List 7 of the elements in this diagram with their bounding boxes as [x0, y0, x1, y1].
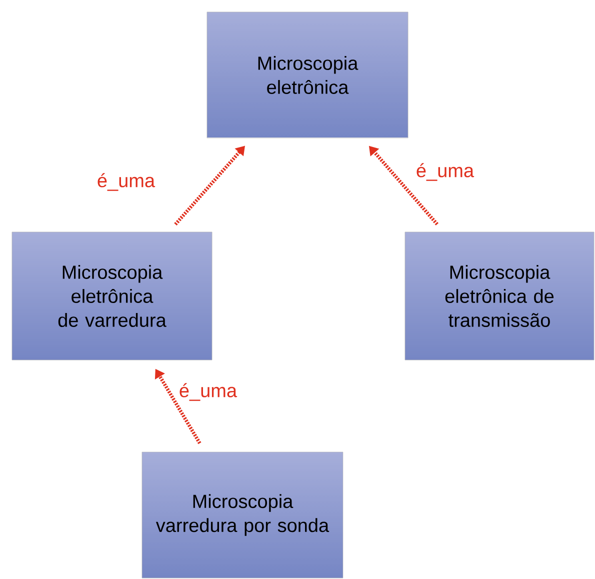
concept-box: Microscopia varredura por sonda: [142, 452, 344, 578]
edge-label: é_uma: [414, 162, 476, 182]
edge-label: é_uma: [96, 172, 156, 192]
concept-box: Microscopia eletrônica: [206, 12, 408, 138]
edge-label: é_uma: [178, 382, 238, 402]
concept-box: Microscopia eletrônica de varredura: [12, 232, 212, 360]
concept-box: Microscopia eletrônica de transmissão: [404, 232, 594, 360]
